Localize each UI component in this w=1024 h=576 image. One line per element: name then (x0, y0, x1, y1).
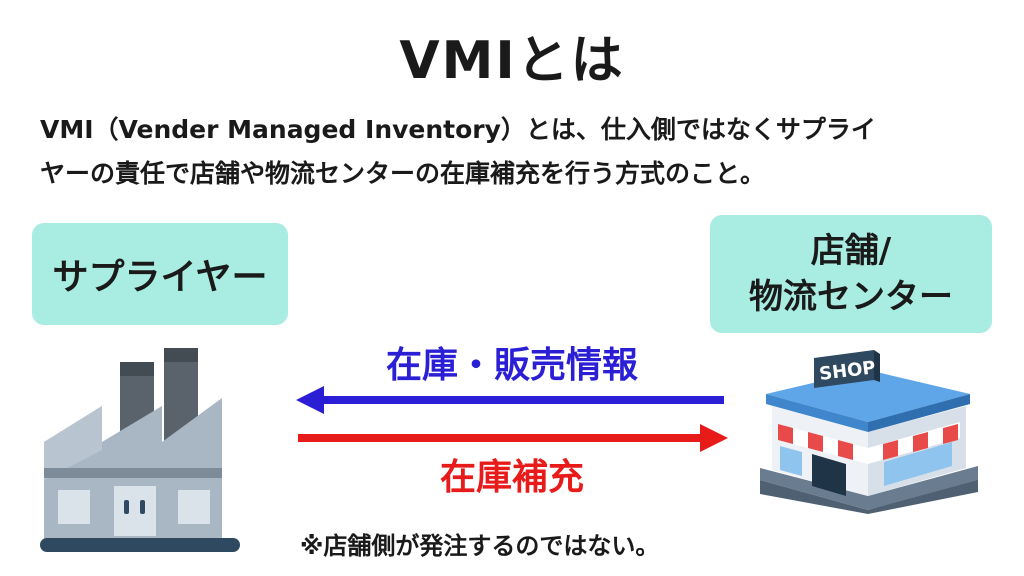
info-flow-label: 在庫・販売情報 (385, 345, 638, 386)
description: VMI（Vender Managed Inventory）とは、仕入側ではなくサ… (40, 108, 990, 196)
description-line-2: ヤーの責任で店舗や物流センターの在庫補充を行う方式のこと。 (40, 159, 766, 188)
flow-arrows (296, 386, 728, 452)
page-title: VMIとは (399, 31, 625, 91)
info-arrow (296, 386, 724, 414)
store-label-line-1: 店舗/ (810, 231, 892, 271)
description-line-1: VMI（Vender Managed Inventory）とは、仕入側ではなくサ… (40, 115, 876, 144)
supply-arrow (298, 424, 728, 452)
supply-flow-label: 在庫補充 (439, 457, 584, 498)
store-box: 店舗/ 物流センター (710, 215, 992, 333)
store-label-line-2: 物流センター (749, 277, 953, 317)
shop-icon: SHOP (760, 350, 978, 514)
factory-icon (40, 348, 240, 552)
supplier-box: サプライヤー (32, 223, 288, 325)
supplier-label: サプライヤー (52, 257, 268, 298)
note: ※店舗側が発注するのではない。 (300, 532, 660, 560)
